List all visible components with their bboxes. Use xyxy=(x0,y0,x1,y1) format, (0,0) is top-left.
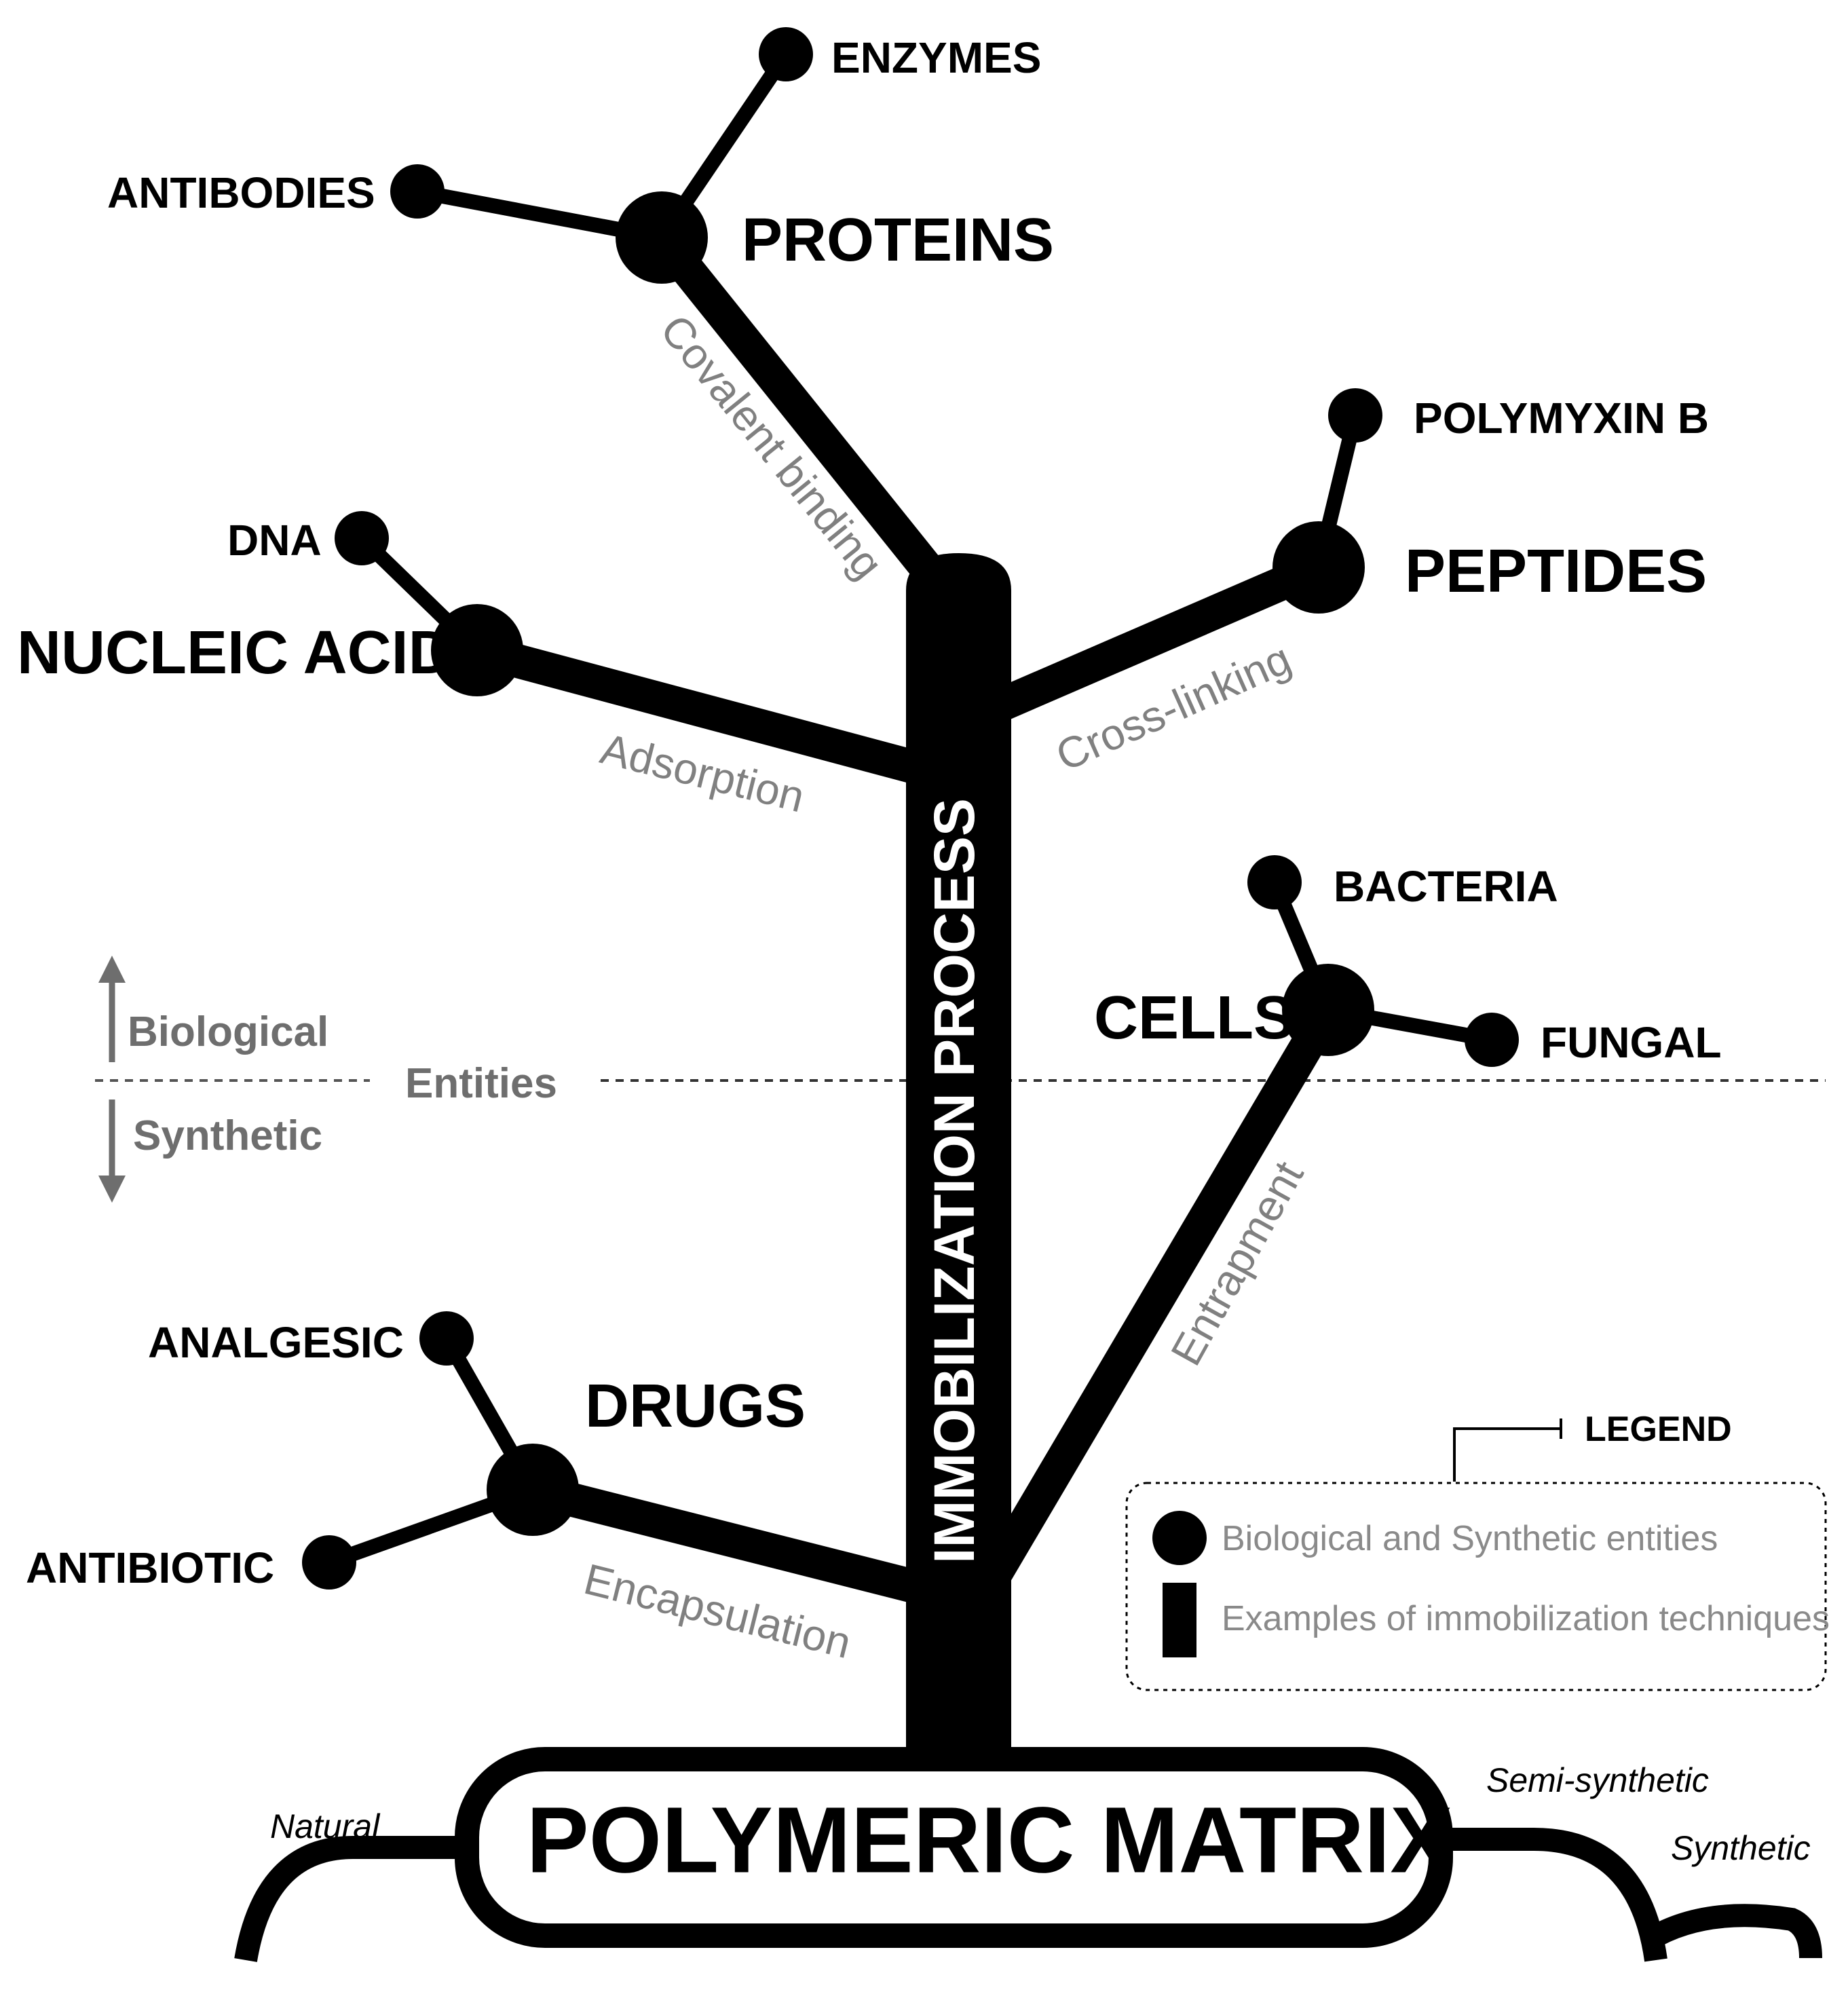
node-polymyxin-b xyxy=(1328,388,1382,443)
branch-proteins xyxy=(648,227,958,601)
root-label-natural: Natural xyxy=(270,1807,381,1845)
label-antibodies: ANTIBODIES xyxy=(107,168,375,217)
branch-peptides xyxy=(984,552,1325,725)
label-nucleic-acids: NUCLEIC ACIDS xyxy=(17,619,493,687)
axis-label-synthetic: Synthetic xyxy=(133,1112,322,1159)
node-drugs xyxy=(487,1444,579,1536)
trunk xyxy=(906,553,1011,1765)
node-analgesic xyxy=(419,1311,474,1366)
legend-circle-icon xyxy=(1152,1511,1207,1565)
node-bacteria xyxy=(1247,855,1302,909)
polymeric-matrix-label: POLYMERIC MATRIX xyxy=(527,1788,1453,1892)
root-synthetic xyxy=(1643,1904,1822,1959)
legend-item-techniques: Examples of immobilization techniques xyxy=(1222,1599,1830,1638)
branch-drugs xyxy=(528,1473,931,1606)
node-peptides xyxy=(1272,521,1365,614)
legend-item-entities: Biological and Synthetic entities xyxy=(1222,1519,1718,1558)
label-cells: CELLS xyxy=(1094,984,1294,1052)
label-bacteria: BACTERIA xyxy=(1334,862,1558,911)
root-semi-synthetic xyxy=(1429,1828,1667,1962)
root-natural xyxy=(234,1836,478,1962)
axis-label-entities: Entities xyxy=(405,1060,557,1107)
polymeric-matrix-box xyxy=(455,1747,1453,1948)
label-antibiotic: ANTIBIOTIC xyxy=(26,1543,274,1592)
node-proteins xyxy=(616,191,708,284)
legend: LEGEND Biological and Synthetic entities… xyxy=(1125,1410,1830,1691)
branch-cells xyxy=(976,1001,1343,1590)
branch-nucleic-acids xyxy=(472,633,931,787)
legend-box xyxy=(1125,1482,1827,1691)
synthetic-arrow-icon xyxy=(98,1100,126,1203)
node-antibodies xyxy=(390,164,445,219)
label-proteins: PROTEINS xyxy=(742,206,1054,274)
legend-bar-icon xyxy=(1163,1583,1196,1657)
biological-arrow-icon xyxy=(98,956,126,1062)
root-label-semi-synthetic: Semi-synthetic xyxy=(1486,1761,1709,1799)
label-dna: DNA xyxy=(227,516,322,565)
label-drugs: DRUGS xyxy=(585,1372,806,1440)
label-analgesic: ANALGESIC xyxy=(148,1318,404,1367)
legend-title: LEGEND xyxy=(1585,1410,1732,1449)
node-fungal xyxy=(1465,1013,1519,1067)
root-label-synthetic: Synthetic xyxy=(1671,1829,1811,1867)
axis-label-biological: Biological xyxy=(128,1009,328,1055)
node-enzymes xyxy=(759,27,813,81)
node-cells xyxy=(1282,964,1374,1056)
label-peptides: PEPTIDES xyxy=(1405,538,1707,605)
label-polymyxin-b: POLYMYXIN B xyxy=(1414,394,1709,443)
node-antibiotic xyxy=(302,1535,356,1590)
trunk-label: IMMOBILIZATION PROCESS xyxy=(922,798,986,1564)
legend-bracket xyxy=(1453,1427,1561,1482)
label-enzymes: ENZYMES xyxy=(831,33,1041,82)
node-nucleic-acids xyxy=(431,604,523,696)
label-fungal: FUNGAL xyxy=(1541,1018,1722,1067)
node-dna xyxy=(335,511,389,565)
